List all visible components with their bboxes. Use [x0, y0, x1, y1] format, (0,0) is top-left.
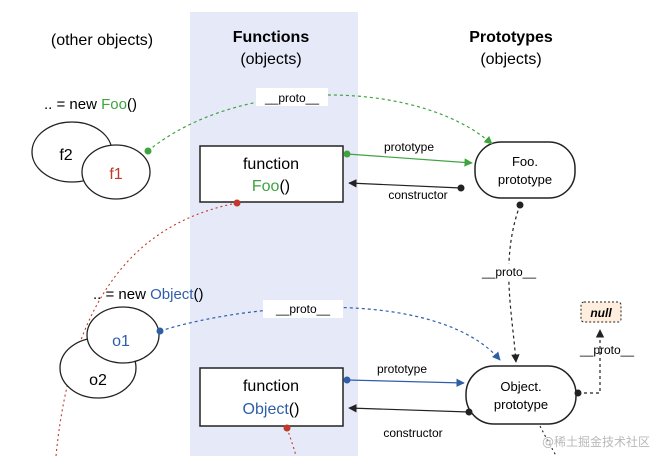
header-functions-sub: (objects) — [240, 51, 301, 68]
foo-prototype-box — [474, 141, 576, 199]
object-prototype-proto-dot — [574, 389, 582, 397]
object-constructor-label: constructor — [383, 426, 442, 440]
object-function-proto-dot — [283, 424, 291, 432]
foo-prototype-line1: Foo. — [512, 154, 538, 169]
foo-caption-suffix: () — [127, 96, 137, 113]
null-box — [580, 301, 622, 323]
object-prototype-proto-link — [578, 329, 605, 394]
foo-prototype-link — [346, 153, 473, 167]
foo-caption-prefix: .. = new — [44, 96, 101, 113]
object-o2-label: o2 — [89, 372, 107, 389]
function-object-box — [199, 367, 344, 427]
f1-proto-dot — [144, 147, 152, 155]
foo-constructor-dot — [457, 184, 465, 192]
object-caption-name: Object — [150, 286, 194, 303]
foo-prototype-line2: prototype — [498, 172, 552, 187]
object-prototype-line1: Object. — [500, 379, 541, 394]
object-o1 — [86, 306, 160, 364]
foo-constructor-link — [348, 179, 462, 189]
function-foo-parens: () — [279, 178, 290, 195]
o1-proto-dot — [156, 327, 164, 335]
object-prototype-line2: prototype — [494, 397, 548, 412]
o1-proto-link — [159, 306, 501, 361]
foo-prototype-dot — [343, 150, 351, 158]
foo-caption-name: Foo — [101, 96, 127, 113]
foo-prototype-proto-dot — [516, 201, 524, 209]
object-caption-suffix: () — [193, 286, 203, 303]
object-f2-label: f2 — [59, 147, 72, 164]
header-other-objects: (other objects) — [51, 32, 153, 49]
object-prototype-box — [465, 365, 577, 425]
function-foo-keyword: function — [243, 156, 299, 173]
object-proto-label-bg — [263, 300, 343, 318]
object-prototype-proto-label: __proto__ — [579, 343, 634, 357]
function-object-identifier: Object — [243, 401, 290, 418]
object-prototype-tail — [539, 425, 557, 456]
foo-proto-label-bg — [256, 88, 328, 106]
function-foo-box — [199, 145, 344, 203]
header-prototypes-title: Prototypes — [469, 29, 553, 46]
object-caption: .. = new Object() — [93, 286, 203, 303]
object-o1-label: o1 — [112, 333, 130, 350]
foo-constructor-label: constructor — [388, 188, 447, 202]
object-constructor-link — [348, 404, 470, 413]
object-prototype-dot — [343, 376, 351, 384]
foo-caption: .. = new Foo() — [44, 96, 137, 113]
header-functions-title: Functions — [233, 29, 310, 46]
function-foo-identifier: Foo — [252, 178, 280, 195]
function-foo-name: Foo() — [252, 178, 290, 195]
object-prototype-label: prototype — [377, 362, 427, 376]
foo-instance-proto-label: __proto__ — [264, 91, 319, 105]
object-function-proto-link — [286, 427, 297, 456]
object-f1-label: f1 — [109, 166, 122, 183]
object-constructor-dot — [465, 408, 473, 416]
foo-function-proto-dot — [233, 199, 241, 207]
foo-prototype-proto-label: __proto__ — [481, 265, 536, 279]
function-object-keyword: function — [243, 378, 299, 395]
foo-prototype-proto-link — [508, 204, 521, 363]
foo-function-proto-link — [55, 202, 238, 456]
function-object-name: Object() — [243, 401, 300, 418]
foo-prototype-proto-label-bg — [476, 264, 542, 280]
f1-proto-link — [147, 94, 493, 152]
object-f1 — [81, 144, 151, 200]
object-caption-prefix: .. = new — [93, 286, 150, 303]
foo-prototype-label: prototype — [384, 140, 434, 154]
object-prototype-link — [346, 378, 465, 388]
function-object-parens: () — [289, 401, 300, 418]
header-prototypes-sub: (objects) — [480, 51, 541, 68]
null-label: null — [590, 306, 612, 320]
watermark: @稀土掘金技术社区 — [541, 435, 650, 449]
object-instance-proto-label: __proto__ — [275, 302, 330, 316]
